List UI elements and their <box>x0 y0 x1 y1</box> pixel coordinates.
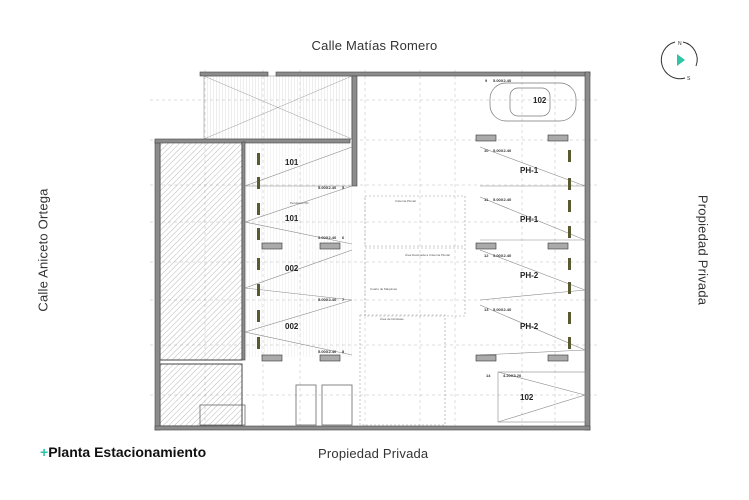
stall-dims: 5.00X2.40 <box>318 235 337 240</box>
stall-number: 14 <box>486 373 491 378</box>
plan-title: +Planta Estacionamiento <box>40 444 206 460</box>
stall-number: 8 <box>342 349 345 354</box>
street-label-top: Calle Matías Romero <box>311 38 438 53</box>
plus-icon: + <box>40 444 49 460</box>
stall-dims: 5.00X2.40 <box>318 297 337 302</box>
stall-unit-label: 101 <box>285 158 299 167</box>
walls <box>154 71 591 431</box>
compass-north-label: N <box>678 41 682 47</box>
stall-unit-label: 002 <box>285 322 299 331</box>
annotation: Pendiente 5% <box>290 201 309 205</box>
annotation: Cuarto de Máquinas <box>370 287 398 291</box>
stall-dims: 4.20X3.20 <box>503 373 522 378</box>
annotation: Área de bicicletas <box>380 317 404 321</box>
compass-south-label: S <box>687 76 691 82</box>
stall-number: 10 <box>484 148 489 153</box>
street-label-bottom: Propiedad Privada <box>318 446 429 461</box>
stall-unit-label: PH-1 <box>520 166 539 175</box>
stall-dims: 5.00X2.40 <box>493 197 512 202</box>
stall-number: 7 <box>342 297 345 302</box>
car-icon <box>489 82 577 122</box>
stall-dims: 5.00X2.40 <box>493 307 512 312</box>
stall-number: 5 <box>342 185 345 190</box>
columns <box>261 134 569 362</box>
stall-unit-label: 102 <box>533 96 547 105</box>
stall-dims: 5.00X2.40 <box>493 253 512 258</box>
stall-dims: 5.00X2.40 <box>318 185 337 190</box>
stall-unit-label: 102 <box>520 393 534 402</box>
stall-unit-label: PH-1 <box>520 215 539 224</box>
stall-unit-label: 002 <box>285 264 299 273</box>
stall-unit-label: 101 <box>285 214 299 223</box>
stall-number: 12 <box>484 253 489 258</box>
compass-icon: N S <box>660 41 698 82</box>
stall-number: 9 <box>485 78 488 83</box>
wheel-stops <box>257 150 571 349</box>
plan-title-text: Planta Estacionamiento <box>48 444 207 460</box>
annotation: Cisterna Pluvial <box>395 199 416 203</box>
stall-unit-label: PH-2 <box>520 322 539 331</box>
stall-dims: 5.00X2.40 <box>318 349 337 354</box>
stall-dims: 5.00X2.40 <box>493 78 512 83</box>
stall-number: 11 <box>484 197 489 202</box>
parking-stalls <box>243 146 587 423</box>
stall-number: 6 <box>342 235 345 240</box>
annotation: Área Destinada a Cisterna Pluvial <box>405 253 450 257</box>
stall-number: 13 <box>484 307 489 312</box>
stall-dims: 5.00X2.40 <box>493 148 512 153</box>
stall-unit-label: PH-2 <box>520 271 539 280</box>
